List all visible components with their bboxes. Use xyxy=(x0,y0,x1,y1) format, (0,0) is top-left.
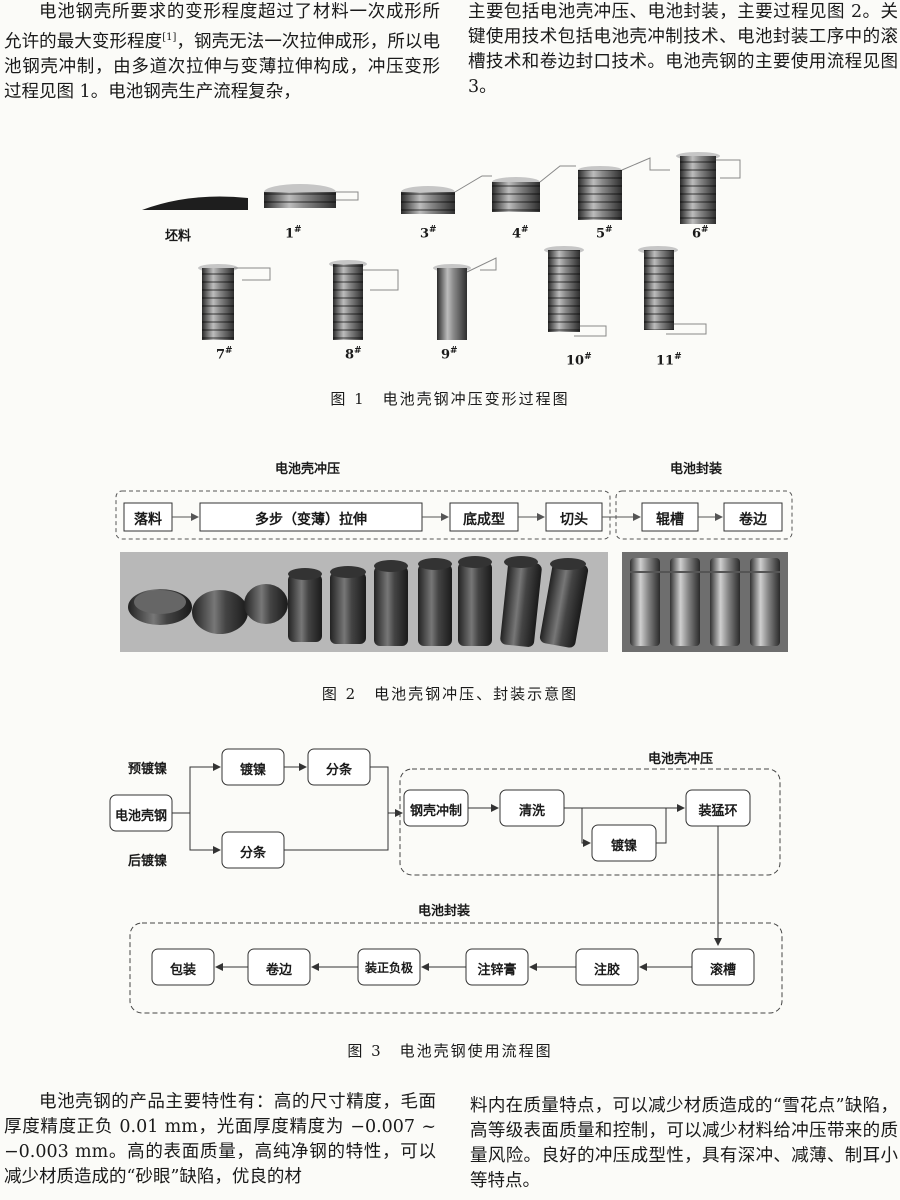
bottom-right-paragraph: 料内在质量特点，可以减少材质造成的“雪花点”缺陷，高等级表面质量和控制，可以减少… xyxy=(470,1094,898,1194)
stage-9-cup xyxy=(433,257,497,340)
fig3-seal-step-zinc: 注锌膏 xyxy=(477,963,517,978)
fig3-stamp-step-clean: 清洗 xyxy=(518,804,545,819)
fig3-stamp-group-title: 电池壳冲压 xyxy=(648,752,714,767)
fig2-group-stamping-title: 电池壳冲压 xyxy=(275,462,341,477)
fig2-step-bottom-forming: 底成型 xyxy=(463,512,505,528)
label-stage-11: 11# xyxy=(656,352,682,369)
fig3-start-node: 电池壳钢 xyxy=(114,809,167,824)
para-text: 电池钢壳所要求的变形程度超过了材料一次成形所允许的最大变形程度 xyxy=(4,2,440,52)
fig3-seal-step-pack: 包装 xyxy=(169,963,196,978)
fig3-slit-node-2: 分条 xyxy=(239,846,266,861)
label-stage-10: 10# xyxy=(566,352,592,369)
para-text: 电池壳钢的产品主要特性有：高的尺寸精度，毛面厚度精度正负 0.01 mm，光面厚… xyxy=(4,1092,436,1187)
fig3-slit-node-1: 分条 xyxy=(325,763,352,778)
fig2-step-grooving: 辊槽 xyxy=(656,512,684,528)
figure-2-flow xyxy=(115,490,793,540)
stage-6-cup xyxy=(676,152,741,224)
top-left-paragraph: 电池钢壳所要求的变形程度超过了材料一次成形所允许的最大变形程度[1]，钢壳无法一… xyxy=(4,0,440,105)
stage-8-cup xyxy=(329,260,399,340)
fig3-plate-node: 镀镍 xyxy=(239,763,266,778)
figure-2-sealing-photo xyxy=(622,552,788,652)
fig3-seal-step-curl: 卷边 xyxy=(265,963,292,978)
stage-3-cup xyxy=(401,175,492,214)
stage-1-cup xyxy=(264,184,359,208)
fig3-seal-step-glue: 注胶 xyxy=(593,963,620,978)
fig2-step-trimming: 切头 xyxy=(560,512,588,528)
fig2-group-sealing-title: 电池封装 xyxy=(670,462,723,477)
fig3-pre-label: 预镀镍 xyxy=(128,762,168,777)
label-blank: 坯料 xyxy=(165,229,192,244)
fig3-stamp-step-ring: 装猛环 xyxy=(698,804,738,819)
label-stage-1: 1# xyxy=(285,225,302,242)
label-stage-5: 5# xyxy=(596,225,613,242)
top-right-paragraph: 主要包括电池壳冲压、电池封装，主要过程见图 2。关键使用技术包括电池壳冲制技术、… xyxy=(468,0,898,100)
figure-2-stamping-photo xyxy=(120,552,608,652)
figure-3-flowchart xyxy=(109,748,783,1014)
para-text: 主要包括电池壳冲压、电池封装，主要过程见图 2。关键使用技术包括电池壳冲制技术、… xyxy=(468,2,898,97)
label-stage-9: 9# xyxy=(441,346,458,363)
stage-7-cup xyxy=(198,264,271,340)
label-stage-8: 8# xyxy=(345,346,362,363)
label-stage-4: 4# xyxy=(512,225,529,242)
figure-2-caption: 图 2 电池壳钢冲压、封装示意图 xyxy=(321,685,579,703)
fig3-post-label: 后镀镍 xyxy=(128,854,168,869)
figure-3-caption: 图 3 电池壳钢使用流程图 xyxy=(347,1042,553,1060)
fig3-seal-step-electrode: 装正负极 xyxy=(364,961,413,975)
fig3-stamp-step-punch: 钢壳冲制 xyxy=(409,804,462,819)
para-text: 料内在质量特点，可以减少材质造成的“雪花点”缺陷，高等级表面质量和控制，可以减少… xyxy=(470,1096,898,1191)
fig2-step-blanking: 落料 xyxy=(134,512,162,528)
blank-disc xyxy=(142,196,248,210)
fig2-step-drawing: 多步（变薄）拉伸 xyxy=(255,512,367,528)
fig3-stamp-step-plate: 镀镍 xyxy=(610,839,637,854)
label-stage-3: 3# xyxy=(420,225,437,242)
bottom-left-paragraph: 电池壳钢的产品主要特性有：高的尺寸精度，毛面厚度精度正负 0.01 mm，光面厚… xyxy=(4,1090,436,1190)
fig3-seal-step-groove: 滚槽 xyxy=(709,963,736,978)
fig3-seal-group-title: 电池封装 xyxy=(418,904,471,919)
figure-1-caption: 图 1 电池壳钢冲压变形过程图 xyxy=(330,390,570,408)
stage-10-cup xyxy=(544,246,607,337)
stage-5-cup xyxy=(578,157,670,220)
stage-4-cup xyxy=(492,165,576,212)
label-stage-7: 7# xyxy=(216,346,233,363)
stage-11-cup xyxy=(638,246,707,335)
label-stage-6: 6# xyxy=(692,225,709,242)
citation: [1] xyxy=(162,32,177,43)
para-text-cont: ，钢壳无法一次拉伸成形，所以电池钢壳冲制，由多道次拉伸与变薄拉伸构成，冲压变形过… xyxy=(4,31,441,102)
fig2-step-curling: 卷边 xyxy=(739,512,767,528)
figure-1-illustration xyxy=(142,152,741,340)
